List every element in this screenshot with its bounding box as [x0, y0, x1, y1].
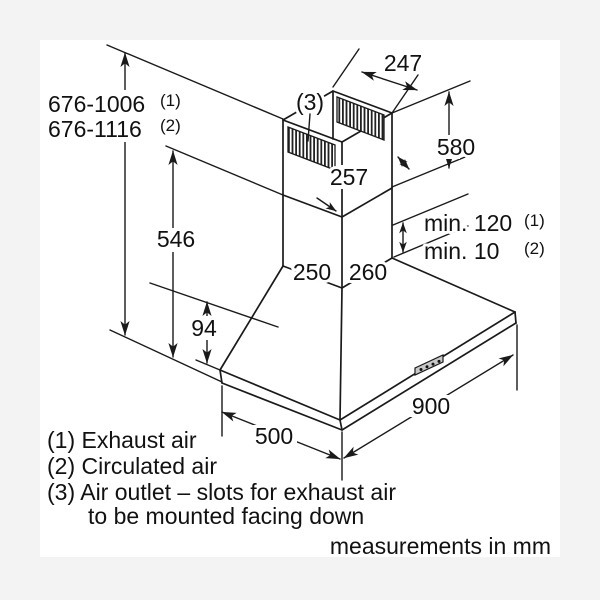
chimney-duct — [282, 90, 393, 289]
outlet-slots-right — [336, 96, 385, 141]
label-94: 94 — [191, 315, 217, 341]
legend-exhaust-air: (1) Exhaust air — [47, 427, 197, 453]
label-500: 500 — [255, 423, 293, 449]
legend-circulated-air: (2) Circulated air — [47, 453, 217, 479]
label-min-120-ref: (1) — [524, 211, 545, 230]
joint-pointer-arrow — [316, 197, 337, 212]
label-min-10: min. 10 — [424, 238, 499, 264]
dimension-247 — [361, 71, 418, 91]
hood-bottom-extension — [109, 329, 223, 383]
label-546: 546 — [157, 226, 195, 252]
depth-top-extension-1 — [332, 48, 360, 88]
legend-air-outlet: (3) Air outlet – slots for exhaust air — [47, 479, 396, 505]
chimney-joint-extension — [391, 154, 471, 188]
label-min-120: min. 120 — [424, 210, 512, 236]
lower-chimney-top-extension — [165, 145, 284, 196]
ceiling-reference-line — [106, 44, 284, 120]
outlet-leader-line — [307, 113, 311, 142]
label-min-10-ref: (2) — [524, 239, 545, 258]
outlet-slots-left — [287, 126, 336, 171]
dimension-labels: 676-1006 (1) 676-1116 (2) 546 94 247 580… — [45, 47, 548, 452]
height-range-2-ref: (2) — [160, 116, 181, 135]
label-260: 260 — [349, 259, 387, 285]
telescope-adjust-arrow — [397, 156, 410, 170]
height-range-1-ref: (1) — [160, 91, 181, 110]
min-clearance-upper-extension — [392, 193, 469, 226]
label-backgrounds — [118, 90, 460, 447]
measurements-note: measurements in mm — [330, 533, 551, 559]
legend: (1) Exhaust air (2) Circulated air (3) A… — [44, 424, 399, 532]
height-range-1-label: 676-1006 — [48, 91, 145, 117]
chimney-top-extension — [391, 80, 471, 114]
label-outlet-ref: (3) — [296, 89, 324, 115]
height-range-2-label: 676-1116 — [48, 116, 142, 142]
label-580: 580 — [437, 134, 475, 160]
label-257: 257 — [330, 164, 368, 190]
rim-bottom-extension — [195, 359, 221, 371]
legend-air-outlet-cont: to be mounted facing down — [88, 503, 364, 529]
label-250: 250 — [293, 259, 331, 285]
air-outlet-slots — [287, 96, 385, 171]
label-247: 247 — [384, 50, 422, 76]
label-900: 900 — [412, 393, 450, 419]
